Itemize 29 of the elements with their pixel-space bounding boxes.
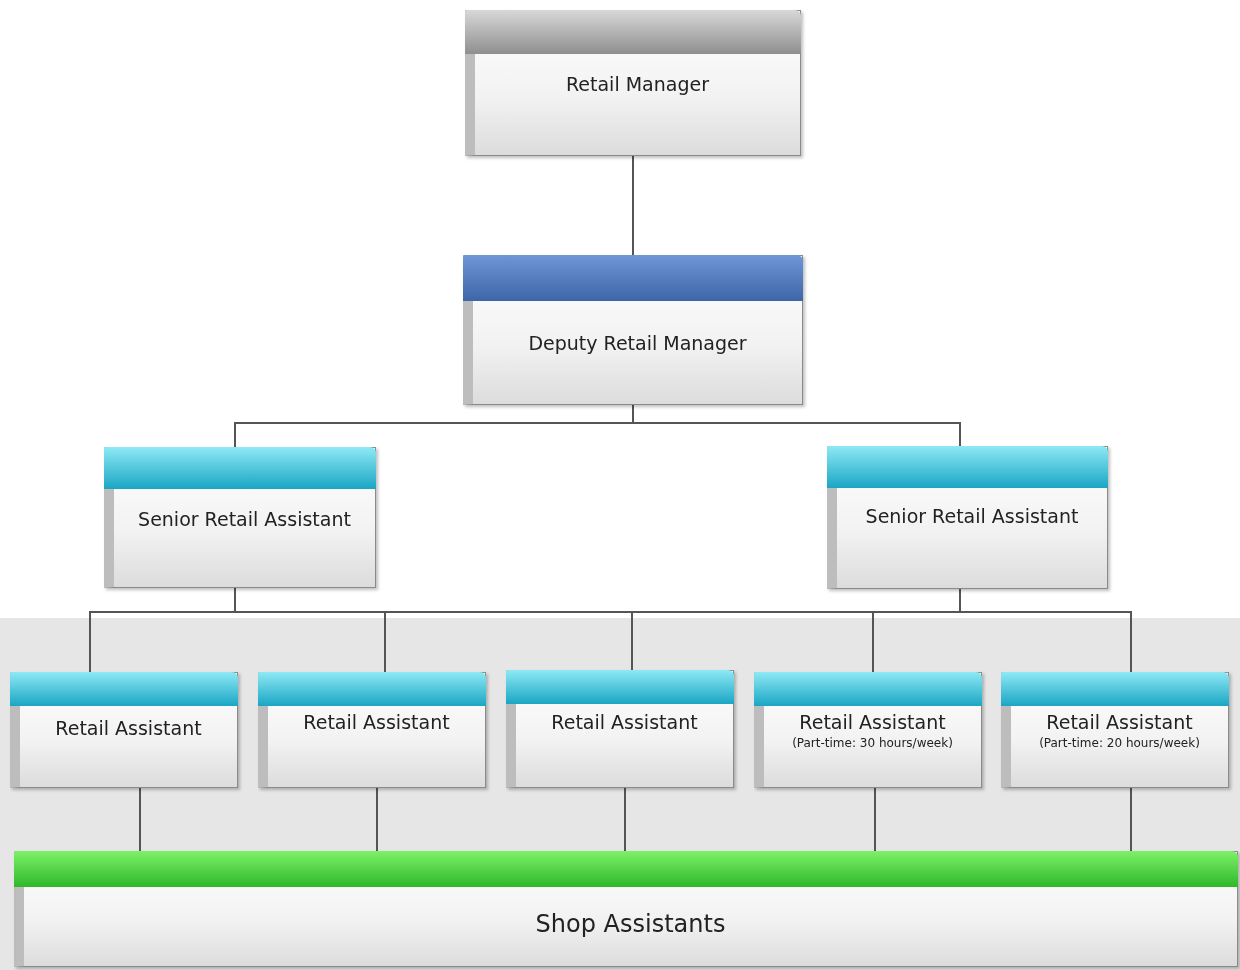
org-box bbox=[465, 10, 801, 156]
connector-line bbox=[632, 155, 634, 256]
role-title: Senior Retail Assistant bbox=[864, 505, 1080, 527]
role-title: Deputy Retail Manager bbox=[527, 332, 748, 354]
hours-note: (Part-time: 30 hours/week) bbox=[791, 736, 954, 750]
role-title: Retail Assistant bbox=[798, 711, 947, 733]
org-box bbox=[14, 851, 1238, 967]
connector-line bbox=[139, 787, 141, 852]
connector-line bbox=[624, 787, 626, 852]
connector-line bbox=[874, 787, 876, 852]
connector-line bbox=[1130, 787, 1132, 852]
connector-line bbox=[632, 404, 961, 447]
org-box bbox=[10, 672, 238, 788]
role-title: Shop Assistants bbox=[534, 910, 727, 938]
role-title: Retail Assistant bbox=[302, 711, 451, 733]
org-box bbox=[1001, 672, 1229, 788]
role-title: Senior Retail Assistant bbox=[137, 508, 352, 530]
role-title: Retail Manager bbox=[565, 73, 710, 95]
org-box bbox=[506, 670, 734, 788]
role-title: Retail Assistant bbox=[550, 711, 699, 733]
role-title: Retail Assistant bbox=[1045, 711, 1194, 733]
connector-line bbox=[376, 787, 378, 852]
org-box bbox=[258, 672, 486, 788]
role-title: Retail Assistant bbox=[54, 717, 203, 739]
hours-note: (Part-time: 20 hours/week) bbox=[1038, 736, 1201, 750]
org-box bbox=[463, 255, 803, 405]
org-box bbox=[754, 672, 982, 788]
org-box bbox=[104, 447, 376, 588]
org-box bbox=[827, 446, 1108, 589]
